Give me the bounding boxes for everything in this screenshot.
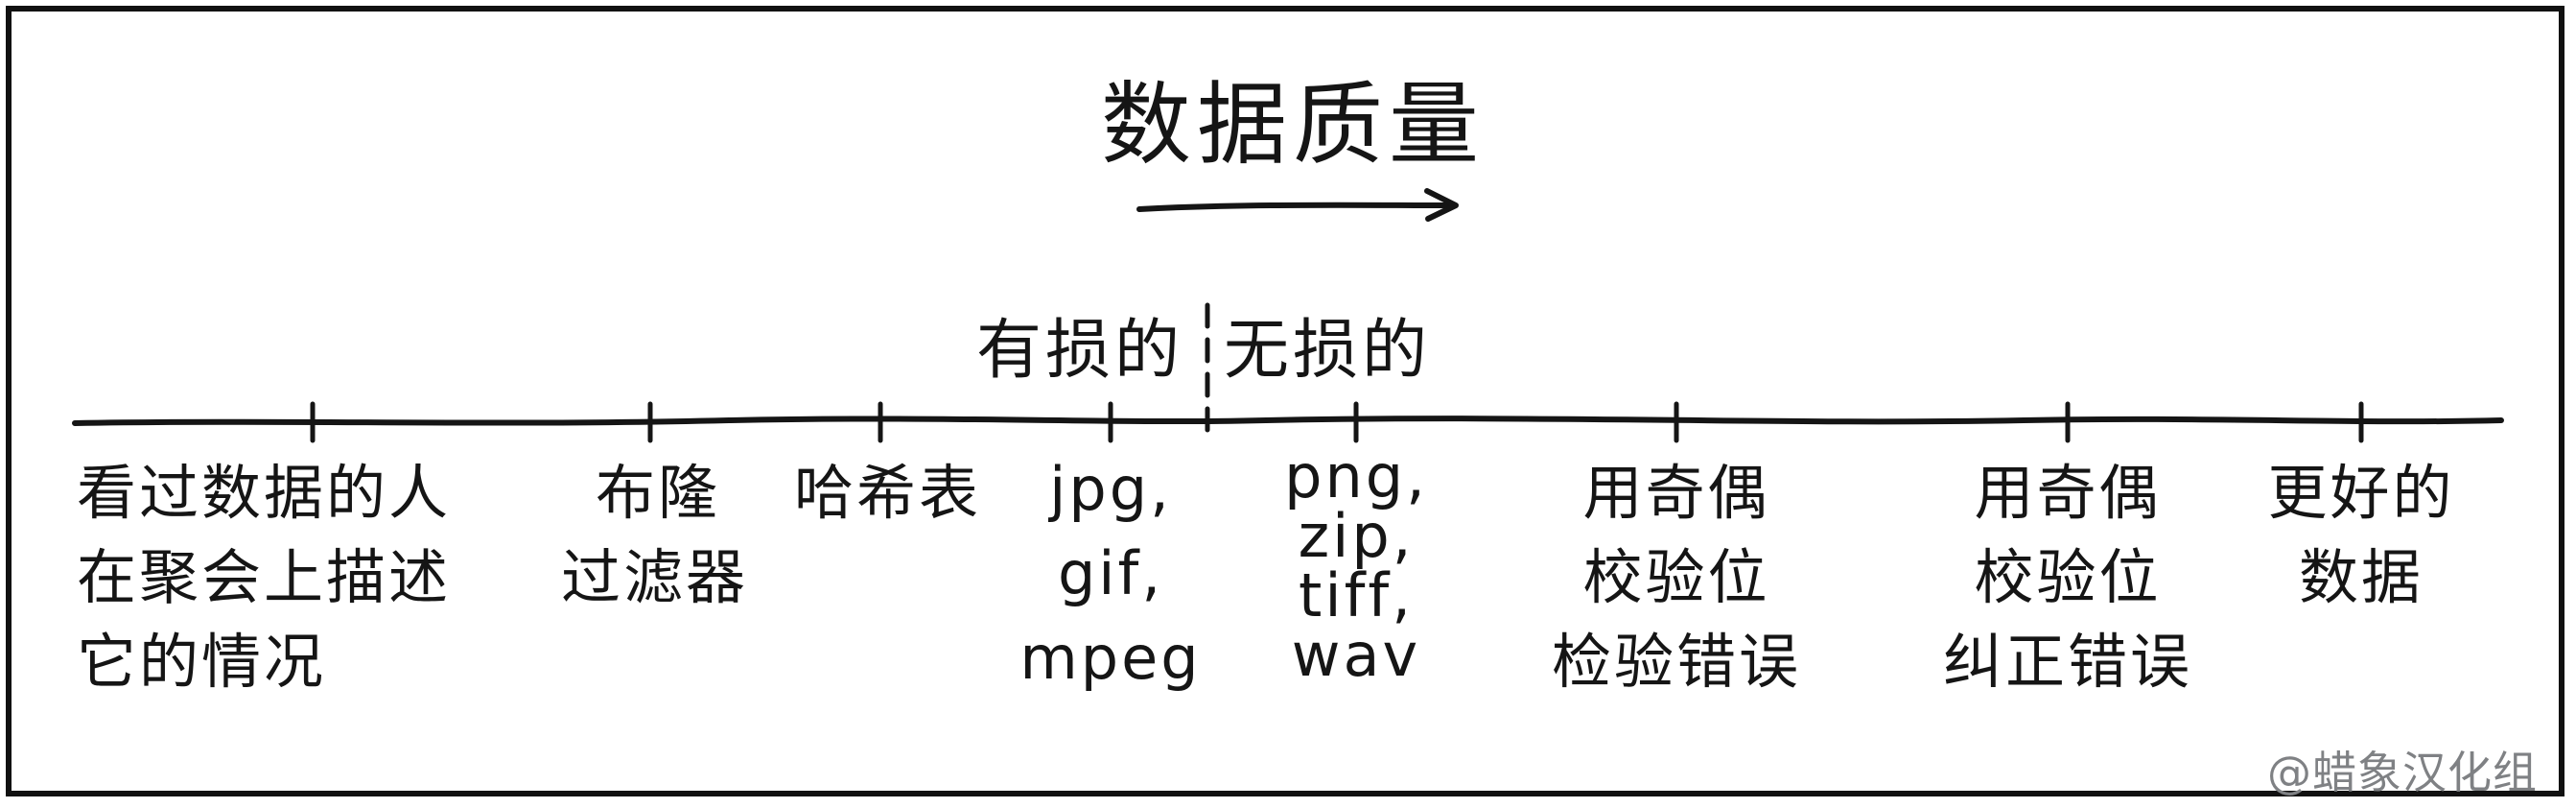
lossless-label: 无损的 [1224, 313, 1432, 389]
label-hash-table: 哈希表 [794, 458, 982, 528]
timeline-axis [72, 416, 2504, 426]
label-bloom-filter: 布隆 过滤器 [561, 458, 749, 612]
quality-arrow-head [1424, 188, 1459, 222]
label-better-data: 更好的 数据 [2267, 458, 2455, 612]
label-lossy-formats: jpg, gif, mpeg [1019, 454, 1202, 693]
quality-arrow-shaft [1136, 202, 1456, 212]
label-parity-correct: 用奇偶 校验位 纠正错误 [1942, 458, 2192, 697]
label-lossless-formats: png, zip, tiff, wav [1284, 441, 1428, 690]
comic-frame [6, 6, 2564, 796]
diagram-title: 数据质量 [1101, 73, 1486, 178]
translation-credit: @蜡象汉化组 [2267, 747, 2538, 798]
label-party-description: 看过数据的人 在聚会上描述 它的情况 [77, 458, 452, 697]
lossy-label: 有损的 [976, 313, 1184, 389]
label-parity-detect: 用奇偶 校验位 检验错误 [1551, 458, 1801, 697]
